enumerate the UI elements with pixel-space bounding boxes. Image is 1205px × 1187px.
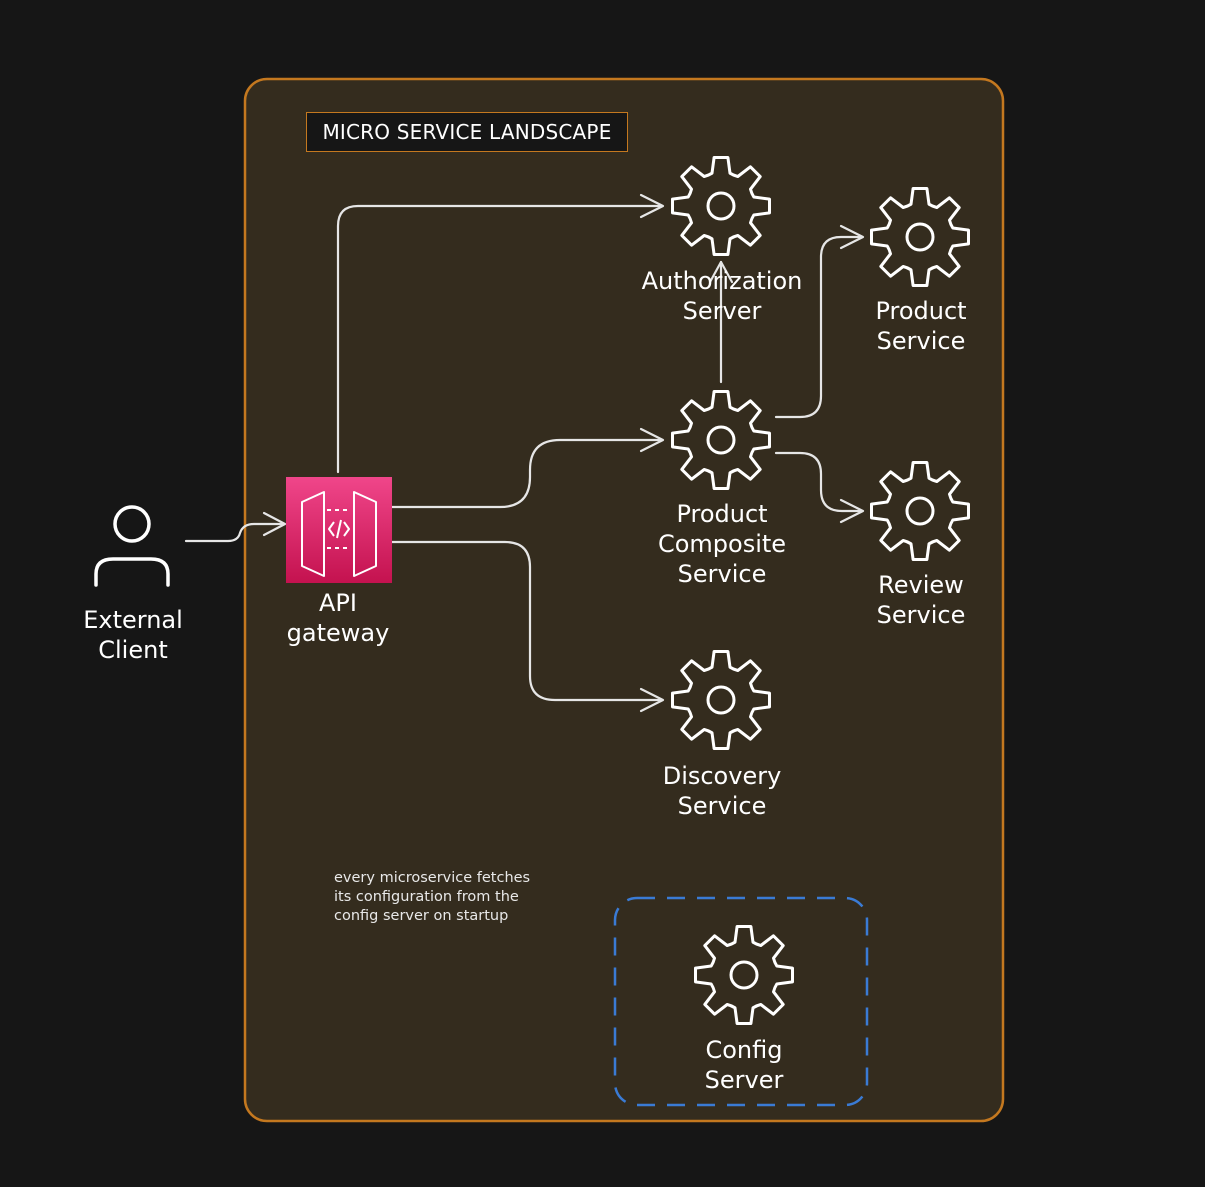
product-service-gear-icon[interactable] <box>870 187 970 287</box>
product-composite-gear-icon[interactable] <box>671 390 771 490</box>
landscape-container <box>243 77 1005 1123</box>
connector-client-gateway <box>184 522 286 543</box>
arrowhead-composite-review <box>839 498 865 524</box>
landscape-title: MICRO SERVICE LANDSCAPE <box>306 112 628 152</box>
connector-composite-product <box>774 235 864 419</box>
product-service-label: Product Service <box>875 297 967 355</box>
review-service-label: Review Service <box>876 571 966 629</box>
config-server-label: Config Server <box>704 1036 784 1094</box>
external-client-label: External Client <box>83 606 183 664</box>
arrowhead-composite-authorization <box>708 260 734 284</box>
discovery-service-label: Discovery Service <box>662 762 782 820</box>
api-gateway-icon[interactable] <box>286 477 392 583</box>
config-note: every microservice fetches its configura… <box>334 870 531 924</box>
connector-gateway-composite <box>390 438 664 509</box>
discovery-service-gear-icon[interactable] <box>671 650 771 750</box>
api-gateway-label: API gateway <box>286 589 390 647</box>
arrowhead-gateway-composite <box>639 427 665 453</box>
connector-gateway-authorization <box>336 204 664 474</box>
arrowhead-composite-product <box>839 224 865 250</box>
user-icon <box>94 505 170 587</box>
config-server-box <box>613 896 869 1107</box>
authorization-server-label: Authorization Server <box>641 267 803 325</box>
arrowhead-gateway-discovery <box>639 687 665 713</box>
product-composite-label: Product Composite Service <box>657 500 787 588</box>
connector-composite-review <box>774 451 864 513</box>
connector-gateway-discovery <box>390 540 664 702</box>
arrowhead-gateway-authorization <box>639 193 665 219</box>
arrowhead-client-gateway <box>262 511 287 537</box>
review-service-gear-icon[interactable] <box>870 461 970 561</box>
authorization-server-gear-icon[interactable] <box>671 156 771 256</box>
config-server-gear-icon[interactable] <box>694 925 794 1025</box>
